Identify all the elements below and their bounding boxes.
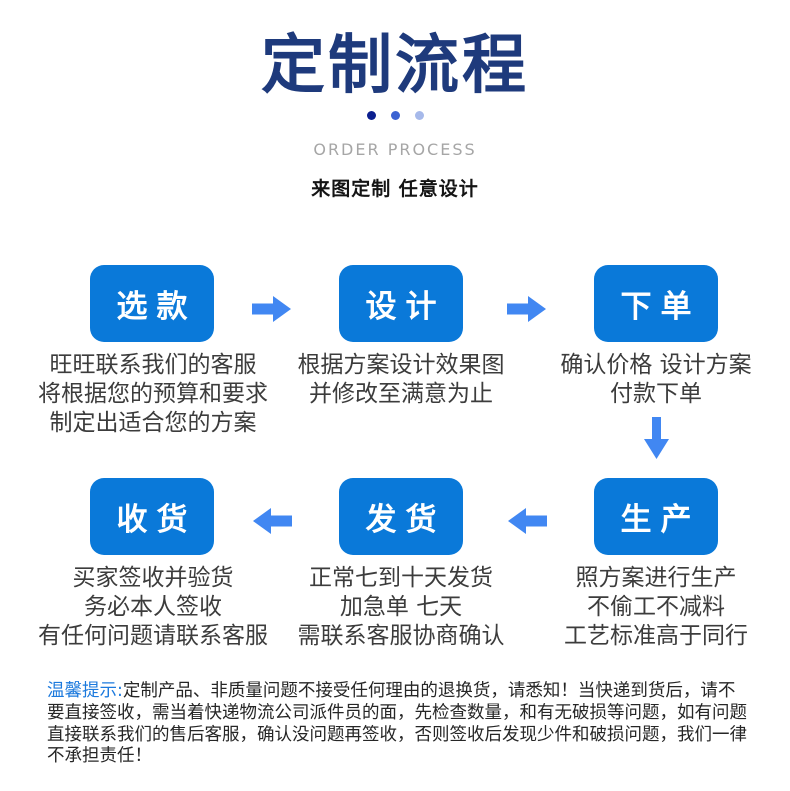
- desc-line: 将根据您的预算和要求: [38, 381, 268, 407]
- step-box-produce: 生产: [594, 478, 718, 555]
- desc-line: 根据方案设计效果图: [297, 352, 505, 378]
- desc-line: 需联系客服协商确认: [297, 623, 505, 649]
- desc-line: 付款下单: [610, 381, 702, 407]
- step-box-ship: 发货: [339, 478, 463, 555]
- step-desc-order: 确认价格 设计方案 付款下单: [516, 351, 790, 409]
- page-title: 定制流程: [261, 29, 529, 103]
- step-desc-produce: 照方案进行生产 不偷工不减料 工艺标准高于同行: [516, 564, 790, 651]
- arrow-left-icon: [507, 507, 547, 535]
- arrow-right-icon: [252, 295, 292, 323]
- desc-line: 确认价格 设计方案: [560, 352, 752, 378]
- dot-icon: [366, 111, 376, 120]
- step-desc-ship: 正常七到十天发货 加急单 七天 需联系客服协商确认: [261, 564, 541, 651]
- desc-line: 并修改至满意为止: [309, 381, 493, 407]
- step-box-design: 设计: [339, 265, 463, 342]
- desc-line: 加急单 七天: [339, 594, 463, 620]
- desc-line: 正常七到十天发货: [309, 565, 493, 591]
- dot-icon: [414, 111, 424, 120]
- step-box-receive: 收货: [90, 478, 214, 555]
- subtitle-english: ORDER PROCESS: [313, 140, 477, 159]
- dot-icon: [390, 111, 400, 120]
- step-desc-design: 根据方案设计效果图 并修改至满意为止: [261, 351, 541, 409]
- desc-line: 旺旺联系我们的客服: [49, 352, 257, 378]
- tagline: 来图定制 任意设计: [311, 178, 479, 200]
- desc-line: 务必本人签收: [84, 594, 222, 620]
- warm-tip-text: 定制产品、非质量问题不接受任何理由的退换货，请悉知！当快递到货后，请不要直接签收…: [47, 681, 747, 767]
- arrow-down-icon: [644, 417, 669, 460]
- desc-line: 有任何问题请联系客服: [38, 623, 268, 649]
- desc-line: 不偷工不减料: [587, 594, 725, 620]
- title-divider-dots: [0, 111, 790, 120]
- desc-line: 制定出适合您的方案: [49, 410, 257, 436]
- desc-line: 工艺标准高于同行: [564, 623, 748, 649]
- arrow-right-icon: [507, 295, 547, 323]
- step-desc-receive: 买家签收并验货 务必本人签收 有任何问题请联系客服: [13, 564, 293, 651]
- step-box-order: 下单: [594, 265, 718, 342]
- desc-line: 照方案进行生产: [575, 565, 737, 591]
- step-box-select: 选款: [90, 265, 214, 342]
- warm-tip-notice: 温馨提示:定制产品、非质量问题不接受任何理由的退换货，请悉知！当快递到货后，请不…: [47, 681, 747, 768]
- arrow-left-icon: [252, 507, 292, 535]
- warm-tip-label: 温馨提示:: [47, 681, 123, 701]
- desc-line: 买家签收并验货: [72, 565, 234, 591]
- step-desc-select: 旺旺联系我们的客服 将根据您的预算和要求 制定出适合您的方案: [13, 351, 293, 438]
